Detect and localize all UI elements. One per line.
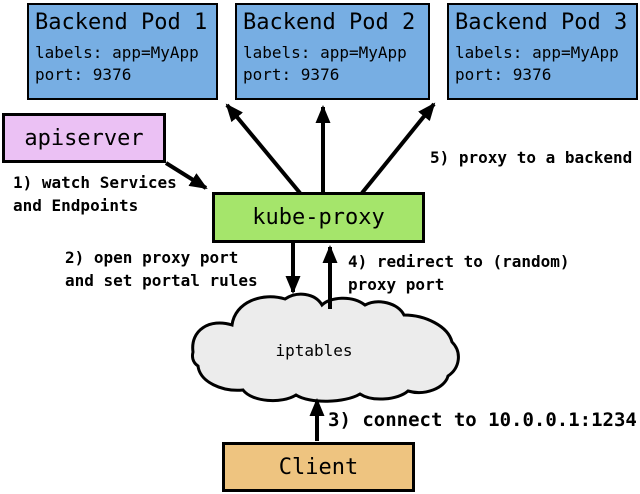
- arrow-step5-kubeproxy-to-pod1: [225, 103, 302, 195]
- client-box: Client: [222, 442, 415, 492]
- client-label: Client: [278, 454, 359, 480]
- step2-line1: 2) open proxy port: [65, 248, 239, 267]
- backend-pod-2-box: Backend Pod 2 labels: app=MyApp port: 93…: [235, 3, 430, 100]
- pod-port-line: port: 9376: [243, 65, 340, 84]
- pod-labels-line: labels: app=MyApp: [455, 43, 619, 62]
- step1-line2: and Endpoints: [13, 196, 139, 215]
- step5-line1: 5) proxy to a backend: [430, 148, 633, 167]
- backend-pod-1-box: Backend Pod 1 labels: app=MyApp port: 93…: [27, 3, 218, 100]
- kube-proxy-label: kube-proxy: [252, 205, 385, 230]
- step4-annotation: 4) redirect to (random) proxy port: [348, 250, 570, 296]
- step3-line1: 3) connect to 10.0.0.1:1234: [328, 409, 637, 431]
- apiserver-box: apiserver: [2, 113, 166, 163]
- step4-line1: 4) redirect to (random): [348, 252, 570, 271]
- step2-annotation: 2) open proxy port and set portal rules: [65, 246, 258, 292]
- pod-labels-line: labels: app=MyApp: [35, 43, 199, 62]
- step3-annotation: 3) connect to 10.0.0.1:1234: [328, 409, 637, 432]
- pod-details: labels: app=MyApp port: 9376: [455, 42, 630, 86]
- pod-details: labels: app=MyApp port: 9376: [35, 42, 210, 86]
- iptables-label: iptables: [275, 341, 353, 360]
- step5-annotation: 5) proxy to a backend: [430, 146, 632, 169]
- arrow-step1-apiserver-to-kubeproxy: [164, 161, 208, 190]
- pod-labels-line: labels: app=MyApp: [243, 43, 407, 62]
- pod-port-line: port: 9376: [35, 65, 132, 84]
- pod-port-line: port: 9376: [455, 65, 552, 84]
- pod-title: Backend Pod 2: [243, 10, 416, 35]
- step2-line2: and set portal rules: [65, 271, 258, 290]
- iptables-cloud: [191, 292, 460, 403]
- pod-title: Backend Pod 1: [35, 10, 208, 35]
- pod-details: labels: app=MyApp port: 9376: [243, 42, 422, 86]
- step1-annotation: 1) watch Services and Endpoints: [13, 171, 177, 217]
- step4-line2: proxy port: [348, 275, 445, 294]
- apiserver-label: apiserver: [24, 125, 144, 151]
- step1-line1: 1) watch Services: [13, 173, 177, 192]
- pod-title: Backend Pod 3: [455, 10, 628, 35]
- backend-pod-3-box: Backend Pod 3 labels: app=MyApp port: 93…: [447, 3, 638, 100]
- kube-proxy-box: kube-proxy: [212, 192, 425, 243]
- arrow-step5-kubeproxy-to-pod3: [360, 102, 436, 195]
